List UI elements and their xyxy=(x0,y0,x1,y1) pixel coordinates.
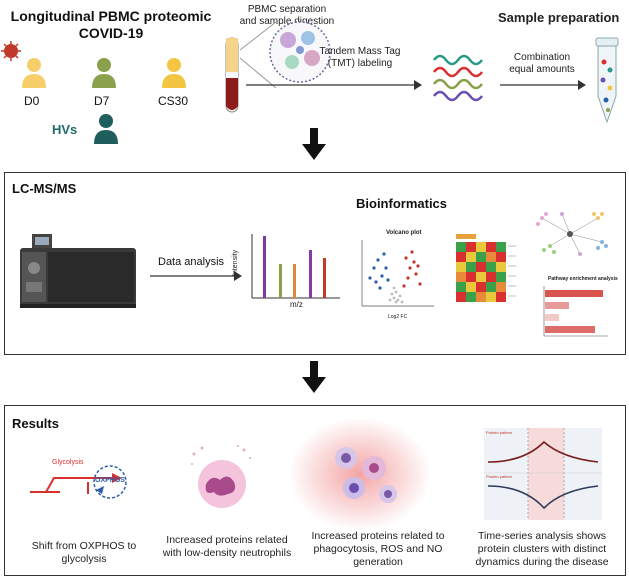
study-title: Longitudinal PBMC proteomic COVID-19 xyxy=(6,8,216,42)
arrow-to-tmt xyxy=(246,80,422,90)
cells-magnified-icon xyxy=(269,21,331,83)
virus-icon xyxy=(1,41,21,61)
caption-oxphos: Shift from OXPHOS to glycolysis xyxy=(14,540,154,566)
tmt-tags-icon xyxy=(433,54,483,102)
caption-phagocytosis: Increased proteins related to phagocytos… xyxy=(298,530,458,569)
phagocyte-cells-icon xyxy=(335,447,397,503)
caption-3-line-2: phagocytosis, ROS and NO xyxy=(313,543,443,555)
title-line-1: Longitudinal PBMC proteomic xyxy=(10,8,212,24)
combo-line-1: Combination xyxy=(513,52,571,63)
hvs-label: HVs xyxy=(52,122,78,137)
group-cs30-label: CS30 xyxy=(158,94,189,108)
pathway-bars-icon xyxy=(543,286,608,337)
glycolysis-oxphos-icon xyxy=(30,465,127,499)
arrow-data-analysis xyxy=(150,271,242,281)
tmt-line-1: Tandem Mass Tag xyxy=(319,46,401,57)
zoom-lines xyxy=(239,21,277,89)
caption-4-line-1: Time-series analysis shows xyxy=(478,530,606,542)
down-arrow-1 xyxy=(302,128,326,160)
pathway-title: Pathway enrichment analysis xyxy=(548,276,618,282)
caption-4-line-3: dynamics during the disease xyxy=(475,556,609,568)
volcano-title: Volcano plot xyxy=(386,230,422,236)
results-title: Results xyxy=(12,416,59,431)
pbmc-text: PBMC separation and sample digestion xyxy=(232,4,342,28)
combo-line-2: equal amounts xyxy=(509,64,575,75)
person-d7-icon xyxy=(92,58,116,88)
combination-text: Combination equal amounts xyxy=(500,52,584,76)
protein-pattern-label-1: Protein pattern xyxy=(486,430,513,435)
caption-3-line-3: generation xyxy=(353,556,403,568)
time-series-icon xyxy=(484,428,602,520)
blood-tube-icon xyxy=(225,37,239,113)
oxphos-label: OXPHOS xyxy=(95,477,125,484)
caption-1-line-1: Shift from OXPHOS to xyxy=(31,540,137,552)
person-d0-icon xyxy=(22,58,46,88)
data-analysis-label: Data analysis xyxy=(158,256,225,268)
pbmc-line-2: and sample digestion xyxy=(239,16,335,27)
group-d7-label: D7 xyxy=(94,94,110,108)
volcano-x-label: Log2 FC xyxy=(388,314,408,320)
caption-neutrophils: Increased proteins related with low-dens… xyxy=(154,534,300,560)
ros-glow xyxy=(290,418,430,530)
neutrophil-icon xyxy=(191,445,251,508)
volcano-plot-icon xyxy=(361,240,434,307)
bioinformatics-title: Bioinformatics xyxy=(356,196,448,211)
caption-3-line-1: Increased proteins related to xyxy=(311,530,445,542)
arrow-to-tube xyxy=(500,80,586,90)
tmt-text: Tandem Mass Tag (TMT) labeling xyxy=(312,46,408,70)
caption-2-line-1: Increased proteins related xyxy=(166,534,288,546)
person-cs30-icon xyxy=(162,58,186,88)
person-hv-icon xyxy=(94,114,118,144)
caption-1-line-2: glycolysis xyxy=(61,553,107,565)
mass-spectrometer-icon xyxy=(20,234,136,308)
heatmap-icon xyxy=(456,234,516,302)
protein-pattern-label-2: Protein pattern xyxy=(486,474,513,479)
mass-spectrum-icon xyxy=(251,234,340,299)
lcms-title: LC-MS/MS xyxy=(12,181,77,196)
caption-2-line-2: with low-density neutrophils xyxy=(162,547,292,559)
title-line-2: COVID-19 xyxy=(78,25,144,41)
down-arrow-2 xyxy=(302,361,326,393)
network-icon xyxy=(536,212,608,256)
tmt-line-2: (TMT) labeling xyxy=(327,58,393,69)
pbmc-line-1: PBMC separation xyxy=(247,4,327,15)
mz-axis-label: m/z xyxy=(290,300,303,309)
caption-time-series: Time-series analysis shows protein clust… xyxy=(462,530,622,569)
caption-4-line-2: protein clusters with distinct xyxy=(477,543,607,555)
intensity-axis-label: Intensity xyxy=(232,249,239,276)
group-d0-label: D0 xyxy=(24,94,40,108)
sample-prep-title: Sample preparation xyxy=(498,10,620,25)
glycolysis-label: Glycolysis xyxy=(52,459,84,466)
sample-tube-icon xyxy=(595,37,619,124)
